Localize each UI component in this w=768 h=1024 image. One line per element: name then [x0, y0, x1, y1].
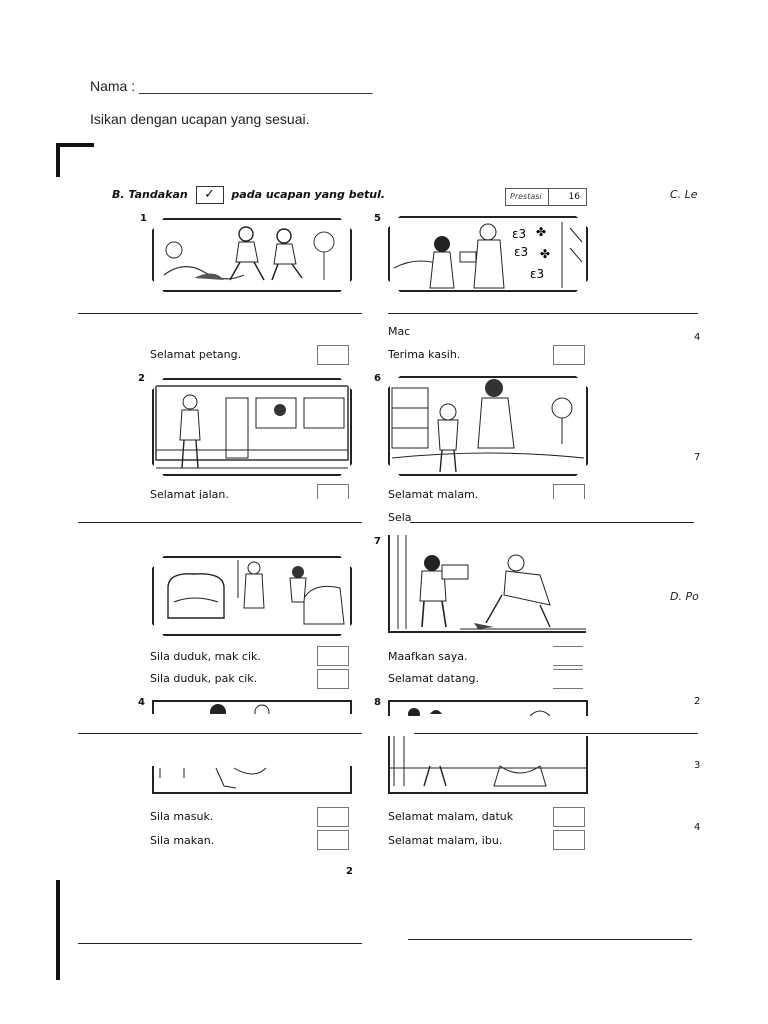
question-number: 7	[374, 536, 381, 547]
scene-illustration-partial	[152, 700, 352, 714]
answer-checkbox[interactable]	[317, 484, 349, 499]
heading-suffix: pada ucapan yang betul.	[231, 188, 386, 201]
scene-illustration	[388, 376, 588, 476]
answer-line[interactable]	[78, 522, 362, 523]
answer-checkbox[interactable]	[553, 345, 585, 365]
scan-edge-top-left-cap	[56, 143, 94, 147]
living-room-sofa-scene	[154, 558, 350, 634]
scan-edge-bottom-left	[56, 880, 60, 980]
gift-giving-scene: ɛ3 ✤ ɛ3 ✤ ɛ3	[390, 218, 586, 290]
side-number: 2	[694, 696, 701, 707]
side-number: 3	[694, 760, 701, 771]
train-farewell-scene	[154, 380, 350, 474]
answer-option: Sila makan.	[150, 834, 215, 847]
question-number: 8	[374, 697, 381, 708]
school-goodbye-scene	[390, 378, 586, 474]
section-d-heading-partial: D. Po	[670, 590, 699, 603]
scene-illustration-partial	[388, 736, 588, 794]
name-field-label: Nama : ______________________________	[90, 78, 373, 94]
answer-option: Selamat jalan.	[150, 488, 229, 499]
answer-line[interactable]	[410, 522, 694, 523]
section-c-heading-partial: C. Le	[670, 188, 698, 201]
scene-illustration	[152, 378, 352, 476]
answer-line[interactable]	[78, 943, 362, 944]
answer-option: Sila masuk.	[150, 810, 214, 823]
side-number: 4	[694, 332, 701, 343]
children-running-scene	[154, 220, 350, 290]
scene-illustration	[152, 556, 352, 636]
answer-line[interactable]	[388, 313, 698, 314]
apology-scene	[397, 535, 586, 630]
answer-checkbox[interactable]	[317, 807, 349, 827]
side-number: 4	[694, 822, 701, 833]
instruction-text: Isikan dengan ucapan yang sesuai.	[90, 111, 310, 127]
svg-text:ɛ3: ɛ3	[530, 267, 544, 281]
svg-text:✤: ✤	[536, 225, 546, 239]
question-number: 5	[374, 213, 381, 224]
scene-illustration-partial	[152, 766, 352, 794]
answer-checkbox[interactable]	[553, 484, 585, 499]
heading-prefix: B. Tandakan	[112, 188, 188, 201]
question-number: 6	[374, 373, 381, 384]
answer-checkbox[interactable]	[553, 646, 583, 666]
answer-option: Sela	[388, 511, 412, 524]
svg-text:✤: ✤	[540, 247, 550, 261]
answer-option: Mac	[388, 325, 411, 338]
side-number: 7	[694, 452, 701, 463]
svg-text:ɛ3: ɛ3	[514, 245, 528, 259]
answer-option: Selamat malam, ibu.	[388, 834, 503, 847]
answer-option: Selamat petang.	[150, 348, 242, 361]
scene-illustration	[388, 535, 586, 633]
scene-illustration	[152, 218, 352, 292]
answer-option: Maafkan saya.	[388, 650, 468, 663]
answer-line[interactable]	[78, 733, 362, 734]
answer-checkbox[interactable]	[553, 830, 585, 850]
answer-option: Selamat malam.	[388, 488, 479, 501]
question-number: 2	[138, 373, 145, 384]
answer-checkbox[interactable]	[317, 830, 349, 850]
answer-option: Selamat malam, datuk	[388, 810, 514, 823]
scan-edge-top-left	[56, 143, 60, 177]
answer-checkbox[interactable]	[317, 345, 349, 365]
answer-checkbox[interactable]	[553, 807, 585, 827]
answer-line[interactable]	[408, 939, 692, 940]
answer-option: Selamat datang.	[388, 672, 480, 685]
prestasi-label: Prestasi	[510, 192, 542, 201]
prestasi-value: 16	[568, 192, 580, 202]
question-number: 1	[140, 213, 147, 224]
answer-line[interactable]	[78, 313, 362, 314]
answer-line[interactable]	[414, 733, 698, 734]
answer-option: Terima kasih.	[388, 348, 461, 361]
page-number: 2	[346, 866, 353, 877]
svg-text:ɛ3: ɛ3	[512, 227, 526, 241]
check-icon: ✓	[195, 186, 224, 204]
scene-illustration: ɛ3 ✤ ɛ3 ✤ ɛ3	[388, 216, 588, 292]
section-b-heading: B. Tandakan ✓ pada ucapan yang betul.	[112, 186, 385, 204]
answer-checkbox[interactable]	[317, 646, 349, 666]
prestasi-score-box: Prestasi 16	[505, 188, 587, 206]
answer-checkbox[interactable]	[553, 669, 583, 689]
question-number: 4	[138, 697, 145, 708]
answer-option: Sila duduk, mak cik.	[150, 650, 261, 663]
answer-option: Sila duduk, pak cik.	[150, 672, 258, 685]
answer-checkbox[interactable]	[317, 669, 349, 689]
scene-illustration-partial	[388, 700, 588, 716]
